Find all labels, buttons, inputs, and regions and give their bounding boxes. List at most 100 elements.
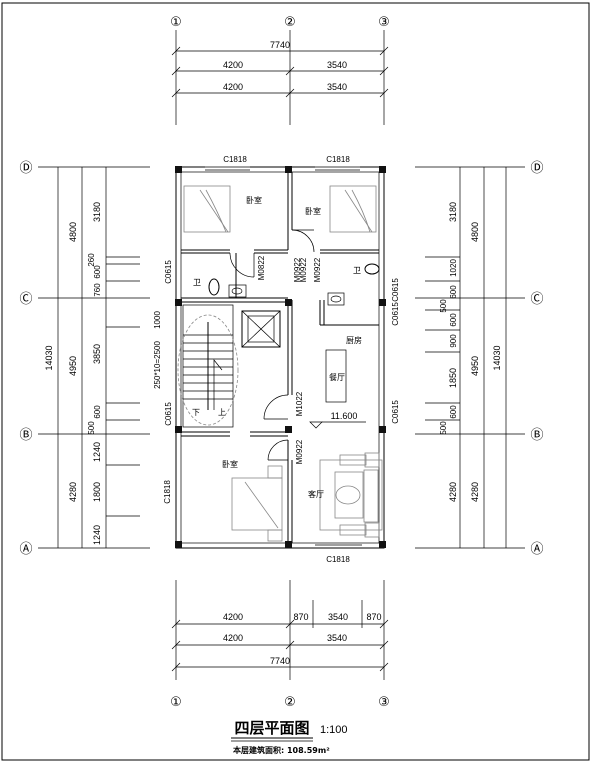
bed-1	[183, 185, 231, 233]
door-m0822: M0822	[257, 255, 266, 280]
floor-elevation: 11.600	[331, 411, 358, 421]
dim-bottom-total: 7740	[270, 656, 290, 666]
dim-right-minor-9: 500	[439, 421, 448, 435]
dim-left-major-3: 4280	[68, 482, 78, 502]
right-dimensions: 14030 4800 4950 4280 3180 1020 600 500 6…	[425, 167, 507, 548]
room-kitchen: 厨房	[346, 335, 362, 345]
room-bath-1: 卫	[193, 278, 201, 287]
dim-right-minor-1: 3180	[448, 202, 458, 222]
win-c1818-left: C1818	[163, 480, 172, 504]
dim-bottom-row1-b: 870	[293, 612, 308, 622]
win-c0615-right-mid: C0615	[391, 302, 400, 326]
outer-wall	[175, 166, 385, 549]
dim-left-minor-8: 500	[87, 421, 96, 435]
dining-table	[325, 349, 347, 403]
win-c0615-left-top: C0615	[164, 260, 173, 284]
axis-c-left: Ⓒ	[19, 292, 32, 307]
dim-left-minor-10: 1800	[92, 482, 102, 502]
doors	[229, 229, 315, 461]
door-m0922-d: M0922	[295, 439, 304, 464]
drawing-scale: 1:100	[320, 724, 348, 736]
dim-left-minor-6: 3850	[92, 344, 102, 364]
dim-right-major-3: 4280	[470, 482, 480, 502]
axis-d-left: Ⓓ	[19, 161, 32, 176]
dim-left-minor-7: 600	[93, 405, 102, 419]
stair-down-label: 下	[192, 408, 200, 417]
dim-bottom-row2-b: 3540	[327, 633, 347, 643]
dim-left-total: 14030	[44, 345, 54, 370]
toilet-2	[364, 263, 380, 275]
bed-2	[329, 185, 377, 233]
staircase	[177, 304, 239, 428]
axis-2-bottom: ②	[284, 695, 296, 710]
dim-bottom-row1-d: 870	[366, 612, 381, 622]
stair-note: 250*10=2500	[153, 341, 162, 389]
dim-right-major-2: 4950	[470, 356, 480, 376]
bottom-dimensions: 4200 870 3540 870 4200 3540 7740	[171, 600, 389, 672]
axis-b-left: Ⓑ	[19, 428, 32, 443]
axis-2-top: ②	[284, 15, 296, 30]
win-c1818-top-right: C1818	[326, 155, 350, 164]
grid-lines	[38, 30, 525, 680]
door-m0922-c: M0922	[313, 257, 322, 282]
left-dimensions: 14030 4800 4950 4280 3180 260 600 760 10…	[44, 167, 162, 548]
walls	[175, 165, 385, 549]
dim-top-row2-a: 4200	[223, 82, 243, 92]
dim-left-minor-3: 600	[93, 265, 102, 279]
win-c1818-top-left: C1818	[223, 155, 247, 164]
opening-labels: C1818 C1818 C1818 C1818 C0615 C0615 C061…	[153, 155, 400, 564]
win-c0615-left-mid: C0615	[164, 402, 173, 426]
dim-left-minor-11: 1240	[92, 525, 102, 545]
door-m1022: M1022	[295, 391, 304, 416]
dim-top-row1-a: 4200	[223, 60, 243, 70]
columns	[175, 166, 386, 548]
dim-right-minor-8: 600	[449, 405, 458, 419]
dim-left-minor-9: 1240	[92, 442, 102, 462]
room-dining: 餐厅	[329, 373, 345, 382]
dim-top-row1-b: 3540	[327, 60, 347, 70]
dim-right-major-1: 4800	[470, 222, 480, 242]
dim-bottom-row1-a: 4200	[223, 612, 243, 622]
dim-right-minor-7: 1850	[448, 368, 458, 388]
drawing-title: 四层平面图	[234, 719, 309, 737]
dim-right-minor-6: 900	[449, 334, 458, 348]
axis-1-bottom: ①	[170, 695, 182, 710]
dim-left-minor-1: 3180	[92, 202, 102, 222]
room-living: 客厅	[308, 489, 324, 499]
axis-d-right: Ⓓ	[530, 161, 543, 176]
axis-a-right: Ⓐ	[530, 542, 543, 557]
dim-left-minor-5: 1000	[153, 311, 162, 329]
dim-left-major-1: 4800	[68, 222, 78, 242]
door-m0922-b: M0922	[299, 257, 308, 282]
door-m0922-a: M0922	[293, 257, 302, 282]
axis-bubbles: ① ② ③ ① ② ③ Ⓓ Ⓒ Ⓑ Ⓐ Ⓓ Ⓒ Ⓑ Ⓐ	[19, 15, 543, 710]
toilet-1	[208, 278, 220, 296]
dim-right-minor-5: 600	[449, 313, 458, 327]
room-bedroom-3: 卧室	[222, 459, 238, 469]
sofa-set	[319, 459, 383, 531]
elevator-shaft	[241, 310, 281, 348]
axis-b-right: Ⓑ	[530, 428, 543, 443]
room-bedroom-2: 卧室	[305, 206, 321, 216]
dim-right-minor-4: 500	[439, 299, 448, 313]
axis-a-left: Ⓐ	[19, 542, 32, 557]
room-bath-2: 卫	[353, 266, 361, 275]
dim-right-total: 14030	[492, 345, 502, 370]
outer-wall-inner	[180, 171, 380, 544]
axis-1-top: ①	[170, 15, 182, 30]
bed-3	[231, 477, 283, 531]
room-labels: 卧室 卧室 卧室 卫 卫 厨房 餐厅 客厅 下 上 11.600	[192, 195, 366, 499]
dim-left-major-2: 4950	[68, 356, 78, 376]
axis-3-bottom: ③	[378, 695, 390, 710]
axis-3-top: ③	[378, 15, 390, 30]
dim-top-row2-b: 3540	[327, 82, 347, 92]
dim-right-minor-2: 1020	[449, 259, 458, 277]
dim-right-minor-10: 4280	[448, 482, 458, 502]
dim-left-minor-4: 760	[93, 283, 102, 297]
win-c0615-right-top: C0615	[391, 278, 400, 302]
dim-right-minor-3: 600	[449, 285, 458, 299]
top-dimensions: 7740 4200 3540 4200 3540	[171, 40, 389, 98]
